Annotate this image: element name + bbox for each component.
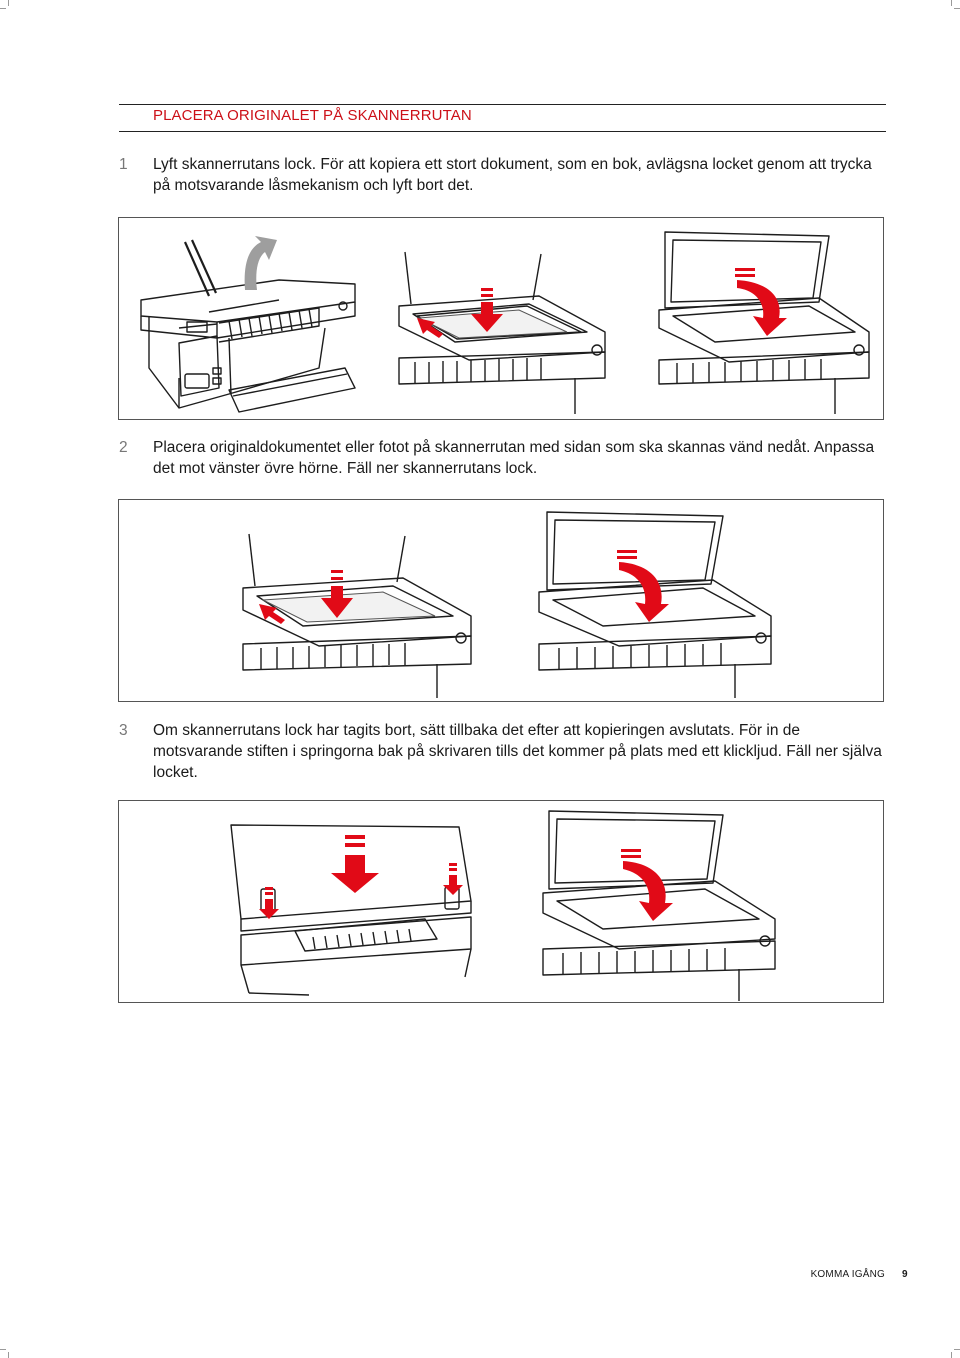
- arrow-tick: [265, 887, 273, 890]
- arrow-down-left: [259, 899, 279, 919]
- scanner-illustration: [538, 511, 772, 698]
- printer-back-illustration: [230, 824, 472, 996]
- arrow-curve: [623, 861, 673, 921]
- arrow-tick: [621, 849, 641, 852]
- arrow-down-center: [331, 855, 379, 893]
- arrow-tick: [735, 274, 755, 277]
- arrow-down-right: [443, 875, 463, 895]
- scanner-illustration: [242, 533, 472, 698]
- arrow-down: [471, 302, 503, 332]
- arrow-tick: [617, 556, 637, 559]
- crop-mark: [0, 8, 6, 9]
- arrow-curve: [737, 280, 787, 336]
- step-number: 1: [119, 156, 128, 173]
- arrow-tick: [331, 570, 343, 573]
- step-2: 2 Placera originaldokumentet eller fotot…: [119, 437, 886, 481]
- crop-mark: [951, 0, 952, 6]
- arrow-curve: [619, 562, 669, 622]
- arrow-lift-lid: [244, 236, 277, 290]
- printer-illustration: [140, 239, 356, 413]
- step-text: Placera originaldokumentet eller fotot p…: [153, 439, 875, 477]
- header-rule-bottom: [119, 131, 886, 132]
- scanner-illustration: [542, 810, 776, 1001]
- arrow-tick: [345, 835, 365, 839]
- footer-section-label: KOMMA IGÅNG: [810, 1269, 885, 1280]
- step-number: 3: [119, 722, 128, 739]
- step-1: 1 Lyft skannerrutans lock. För att kopie…: [119, 154, 886, 198]
- section-title: PLACERA ORIGINALET PÅ SKANNERRUTAN: [153, 107, 472, 124]
- crop-mark: [954, 1349, 960, 1350]
- arrow-corner: [259, 604, 285, 624]
- header-rule-top: [119, 104, 886, 105]
- step-3: 3 Om skannerrutans lock har tagits bort,…: [119, 720, 886, 784]
- crop-mark: [8, 0, 9, 6]
- page-number: 9: [902, 1269, 908, 1280]
- crop-mark: [8, 1352, 9, 1358]
- arrow-down: [321, 586, 353, 618]
- step-text: Om skannerrutans lock har tagits bort, s…: [153, 722, 882, 781]
- arrow-tick: [331, 577, 343, 580]
- arrow-tick: [481, 294, 493, 297]
- arrow-tick: [345, 843, 365, 847]
- figure-lift-lid: [118, 217, 884, 420]
- arrow-tick: [449, 863, 457, 866]
- crop-mark: [951, 1352, 952, 1358]
- arrow-tick: [621, 855, 641, 858]
- scanner-illustration: [398, 251, 606, 414]
- step-text: Lyft skannerrutans lock. För att kopiera…: [153, 156, 872, 194]
- arrow-tick: [617, 550, 637, 553]
- arrow-tick: [265, 892, 273, 895]
- step-number: 2: [119, 439, 128, 456]
- figure-reattach-lid: [118, 800, 884, 1003]
- arrow-tick: [735, 268, 755, 271]
- crop-mark: [954, 8, 960, 9]
- crop-mark: [0, 1349, 6, 1350]
- arrow-corner: [417, 318, 443, 338]
- arrow-tick: [481, 288, 493, 291]
- scanner-illustration: [658, 231, 870, 414]
- arrow-tick: [449, 868, 457, 871]
- figure-place-original: [118, 499, 884, 702]
